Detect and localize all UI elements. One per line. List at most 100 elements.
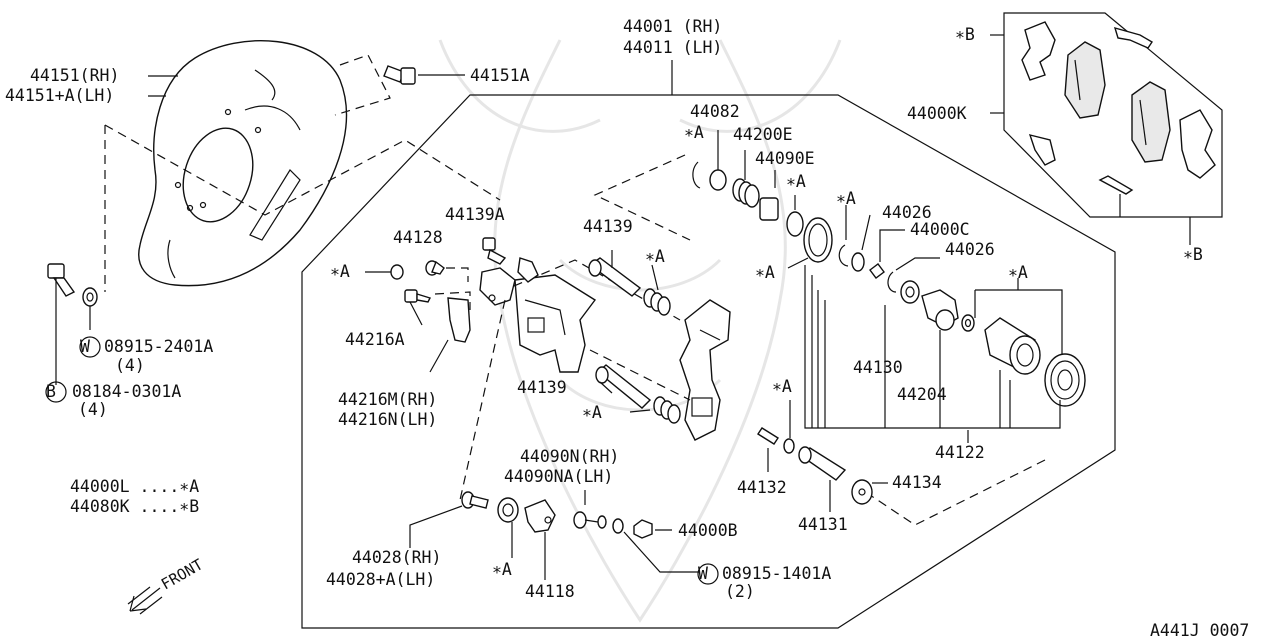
- bolt-44216A: [404, 289, 431, 326]
- label-starA-5: ∗A: [755, 263, 775, 282]
- label-44216M: 44216M(RH): [338, 390, 437, 409]
- label-44151-rh: 44151(RH): [30, 66, 119, 85]
- pad-clip-left: [1028, 134, 1056, 166]
- brake-pad-1: [1064, 41, 1106, 119]
- plug-44134: [851, 479, 888, 505]
- washer-letter-W: W: [80, 337, 90, 356]
- adjuster-nut-44090E: [759, 170, 779, 221]
- label-starA-1: ∗A: [684, 123, 704, 142]
- bolt-symbol-B: [45, 381, 67, 403]
- bolt-44151A: [383, 65, 416, 85]
- label-44026-b: 44026: [945, 240, 995, 259]
- label-44151A: 44151A: [470, 66, 530, 85]
- c-ring-44026-lower: [887, 257, 940, 293]
- washer-symbol-W: [79, 336, 101, 358]
- c-ring-44026: [838, 205, 849, 267]
- label-44134: 44134: [892, 473, 942, 492]
- label-44216N: 44216N(LH): [338, 410, 437, 429]
- label-44122: 44122: [935, 443, 985, 462]
- front-label: FRONT: [158, 555, 206, 593]
- nut-44000B: [633, 519, 672, 539]
- pin-boot-upper: [643, 288, 671, 316]
- label-starA-2: ∗A: [786, 172, 806, 191]
- label-44139-mid: 44139: [517, 378, 567, 397]
- label-08915-2401A: 08915-2401A: [104, 337, 213, 356]
- parking-lever: [479, 267, 516, 306]
- piston-seal-ring: [787, 217, 833, 269]
- caliper-kit-outline: [301, 94, 1116, 629]
- slide-pin-44139-lower: [595, 364, 652, 409]
- label-qty-2: (2): [725, 582, 755, 601]
- watermark-logo: [438, 39, 842, 623]
- bolt-letter-B: B: [46, 382, 56, 401]
- backing-plate: [138, 40, 348, 287]
- caliper-bracket: [679, 299, 731, 441]
- lever-44216M: [429, 297, 471, 373]
- label-qty-4-b: (4): [78, 400, 108, 419]
- label-44026-a: 44026: [882, 203, 932, 222]
- label-44028-lh: 44028+A(LH): [326, 570, 435, 589]
- label-starB-top: ∗B: [955, 25, 975, 44]
- bleeder-cap-44128: [425, 260, 469, 282]
- slide-pin-44139-upper: [588, 257, 642, 297]
- label-44118: 44118: [525, 582, 575, 601]
- pin-boot-lower: [653, 396, 681, 424]
- label-starA-9: ∗A: [772, 377, 792, 396]
- dust-boot-44082: [709, 130, 727, 191]
- strut-44118: [524, 499, 556, 580]
- label-starA-6: ∗A: [645, 247, 665, 266]
- washer-symbol-W-2: [697, 563, 719, 585]
- label-44001: 44001 (RH): [623, 17, 722, 36]
- label-44216A: 44216A: [345, 330, 405, 349]
- spring-44200E: [732, 150, 760, 208]
- label-44139-top: 44139: [583, 217, 633, 236]
- label-08915-1401A: 08915-1401A: [722, 564, 831, 583]
- label-44132: 44132: [737, 478, 787, 497]
- piston-dust-boot: [1044, 353, 1086, 407]
- label-qty-4-w: (4): [115, 356, 145, 375]
- seal-44130: [900, 280, 920, 304]
- snap-ring-upper: [786, 195, 804, 237]
- bleeder-cap-starA: [365, 264, 404, 280]
- washer-08915-1401A: [612, 518, 700, 573]
- square-seal: [869, 229, 905, 279]
- pad-kit-outline: [1003, 12, 1223, 218]
- brake-pad-2: [1131, 81, 1171, 163]
- retaining-ring-44082: [692, 161, 701, 189]
- seal-starA-lower: [497, 497, 519, 558]
- spring-clip: [517, 257, 539, 283]
- label-44151-lh: 44151+A(LH): [5, 86, 114, 105]
- pad-clip-top: [1113, 26, 1153, 49]
- piston-rod-44204: [921, 289, 959, 331]
- bolt-08184-0301A: [47, 263, 76, 385]
- label-starA-4: ∗A: [1008, 263, 1028, 282]
- washer-08915-2401A: [82, 287, 98, 330]
- label-starA-7: ∗A: [330, 262, 350, 281]
- label-44000K: 44000K: [907, 104, 967, 123]
- adjuster-screw-44131: [798, 446, 847, 512]
- label-starA-8: ∗A: [582, 403, 602, 422]
- label-08184-0301A: 08184-0301A: [72, 382, 181, 401]
- spring-44090N: [573, 490, 607, 529]
- label-44200E: 44200E: [733, 125, 793, 144]
- caliper-body: [514, 274, 597, 373]
- label-starA-3: ∗A: [836, 189, 856, 208]
- diagram-code: A441J 0007: [1150, 621, 1249, 639]
- legend-44000L: 44000L ....∗A: [70, 477, 199, 496]
- label-44000B: 44000B: [678, 521, 738, 540]
- label-starB-bottom: ∗B: [1183, 245, 1203, 264]
- piston-cylinder: [984, 317, 1041, 375]
- front-arrow-icon: [127, 586, 163, 615]
- label-44090N: 44090N(RH): [520, 447, 619, 466]
- washer-letter-W-2: W: [698, 564, 708, 583]
- label-44011: 44011 (LH): [623, 38, 722, 57]
- pad-clip-bottom: [1098, 175, 1134, 195]
- o-ring-small: [961, 314, 975, 332]
- label-44128: 44128: [393, 228, 443, 247]
- pad-shim-bottom: [1179, 109, 1216, 179]
- pad-shim-top: [1021, 21, 1056, 81]
- label-44204: 44204: [897, 385, 947, 404]
- washer-44000C: [851, 214, 871, 272]
